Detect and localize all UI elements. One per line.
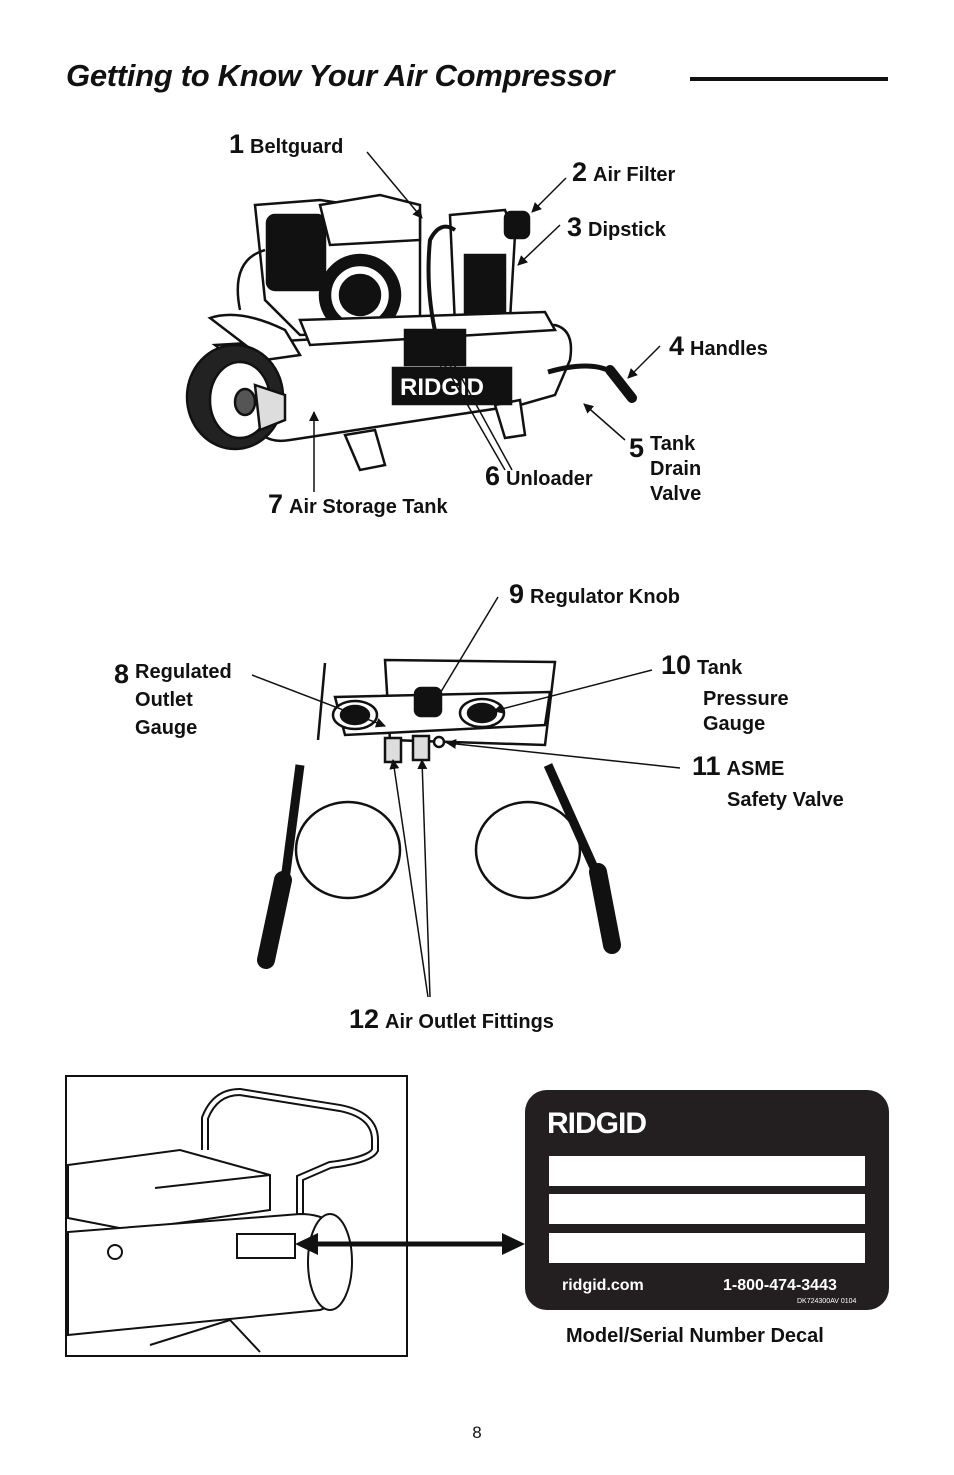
title-rule: [690, 77, 888, 81]
decal-field-2: [549, 1194, 865, 1224]
decal-code: DK724300AV 0104: [797, 1298, 857, 1305]
ridgid-badge: RIDGID: [400, 374, 484, 401]
callout-arrows-top: [309, 151, 661, 492]
page-title: Getting to Know Your Air Compressor: [66, 58, 615, 93]
decal-location-drawing: [65, 1075, 408, 1357]
callout-regulated-outlet-gauge: 8 Regulated Outlet Gauge: [114, 659, 232, 739]
decal-field-3: [549, 1233, 865, 1263]
compressor-drawing: [185, 193, 637, 472]
gauge-panel-drawing: [257, 658, 621, 969]
decal-arrow: [295, 1233, 525, 1255]
callout-arrows-middle: [251, 596, 681, 998]
decal-website: ridgid.com: [562, 1277, 644, 1294]
decal-field-1: [549, 1156, 865, 1186]
decal-logo: RIDGID: [547, 1107, 647, 1140]
page-number: 8: [472, 1423, 482, 1442]
decal-phone: 1-800-474-3443: [723, 1277, 837, 1294]
decal-caption: Model/Serial Number Decal: [566, 1325, 824, 1347]
callout-tank-drain-valve: 5 Tank Drain Valve: [629, 433, 702, 505]
